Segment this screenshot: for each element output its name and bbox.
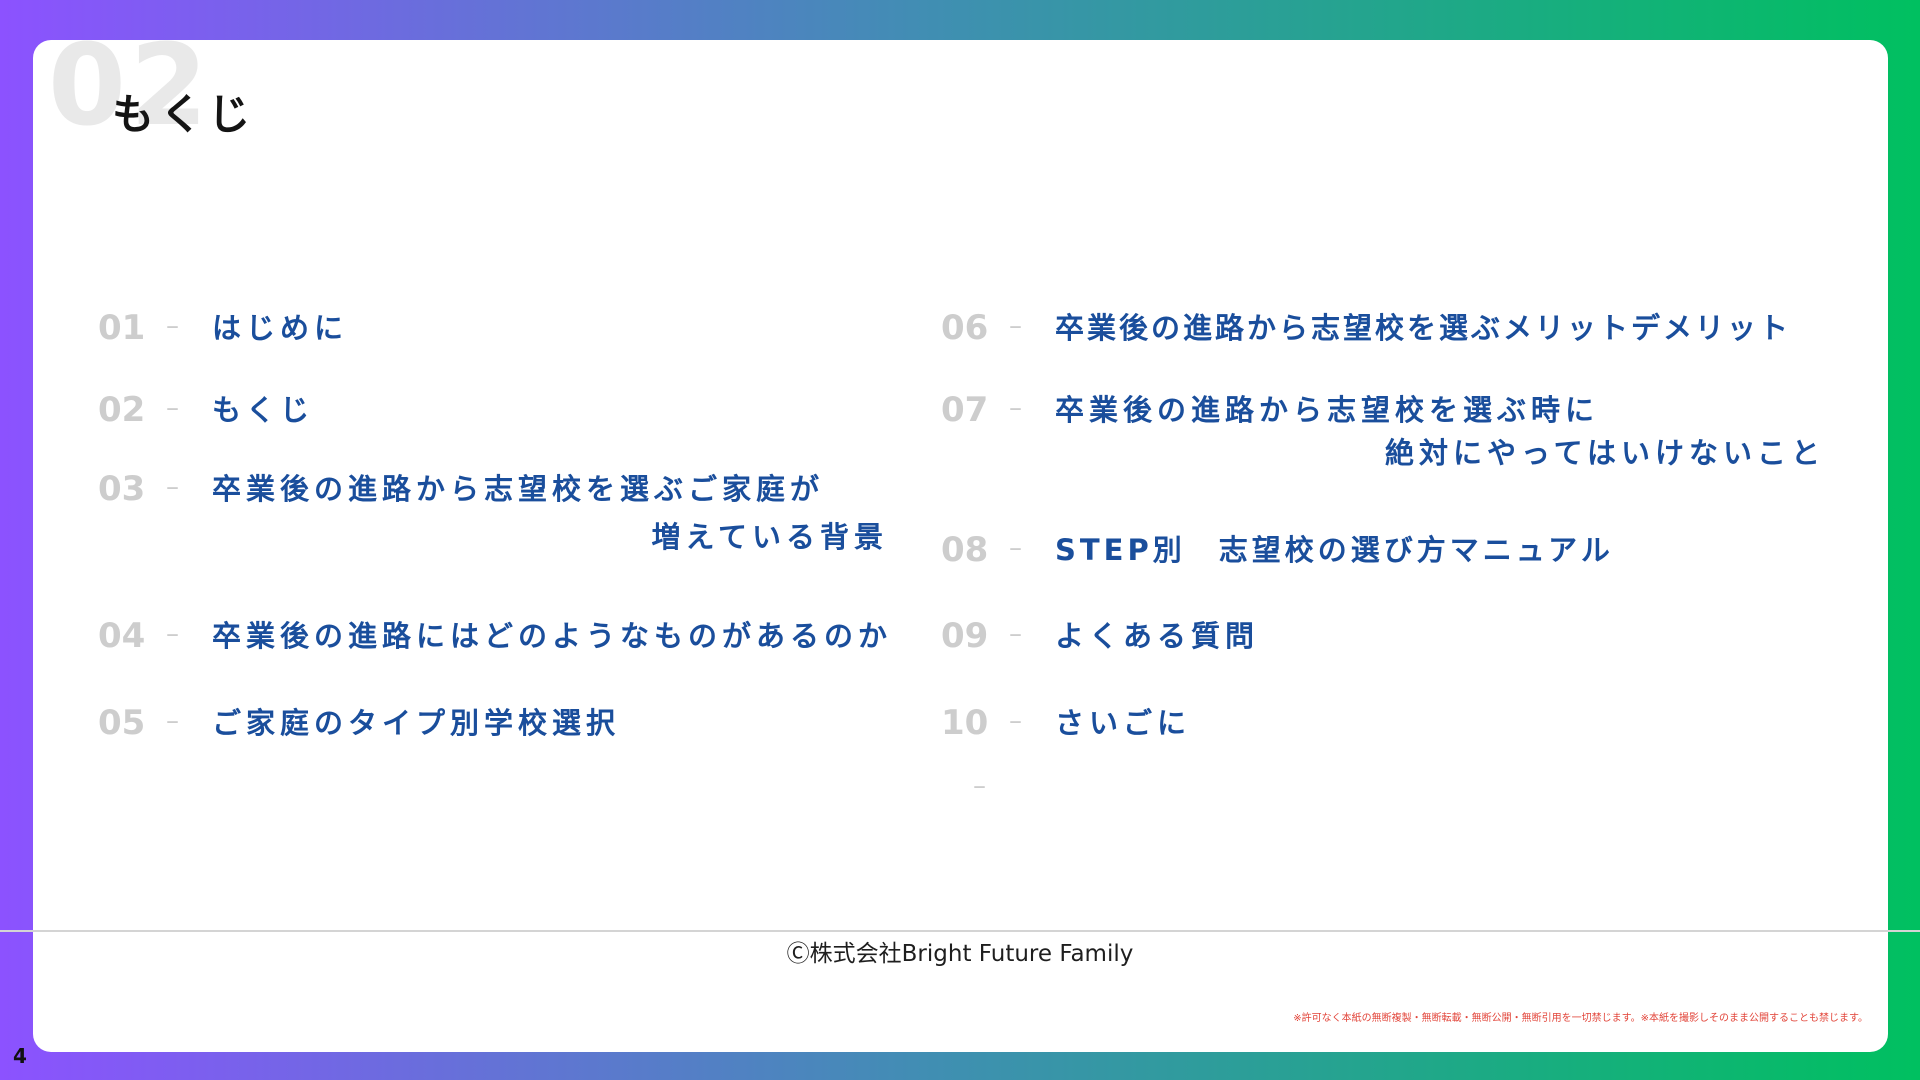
toc-number: 02 bbox=[98, 390, 146, 430]
toc-item-06[interactable]: 06 – 卒業後の進路から志望校を選ぶメリットデメリット bbox=[941, 308, 1825, 350]
toc-number: 04 bbox=[98, 616, 146, 656]
copyright-text: Ⓒ株式会社Bright Future Family bbox=[786, 941, 1134, 967]
content-card bbox=[33, 40, 1888, 1052]
stray-dash: – bbox=[973, 771, 986, 801]
toc-label: もくじ bbox=[212, 393, 315, 427]
toc-item-09[interactable]: 09 – よくある質問 bbox=[941, 616, 1825, 658]
toc-number: 05 bbox=[98, 703, 146, 743]
toc-item-08[interactable]: 08 – STEP別 志望校の選び方マニュアル bbox=[941, 530, 1825, 572]
copy-prohibition-notice: ※許可なく本紙の無断複製・無断転載・無断公開・無断引用を一切禁じます。※本紙を撮… bbox=[1293, 1013, 1868, 1024]
toc-dash: – bbox=[166, 311, 179, 341]
toc-label: 卒業後の進路から志望校を選ぶご家庭が bbox=[212, 472, 825, 506]
toc-dash: – bbox=[166, 706, 179, 736]
toc-item-01[interactable]: 01 – はじめに bbox=[98, 308, 888, 350]
toc-item-07[interactable]: 07 – 卒業後の進路から志望校を選ぶ時に 絶対にやってはいけないこと bbox=[941, 390, 1825, 482]
toc-dash: – bbox=[166, 619, 179, 649]
toc-number: 01 bbox=[98, 308, 146, 348]
toc-dash: – bbox=[166, 393, 179, 423]
toc-dash: – bbox=[1009, 311, 1022, 341]
toc-label: 卒業後の進路から志望校を選ぶ時に bbox=[1055, 393, 1600, 427]
toc-dash: – bbox=[1009, 706, 1022, 736]
toc-number: 07 bbox=[941, 390, 989, 430]
toc-label-line2: 増えている背景 bbox=[651, 520, 888, 554]
toc-item-10[interactable]: 10 – さいごに bbox=[941, 703, 1825, 745]
toc-item-04[interactable]: 04 – 卒業後の進路にはどのようなものがあるのか bbox=[98, 616, 888, 658]
toc-number: 09 bbox=[941, 616, 989, 656]
toc-label: 卒業後の進路にはどのようなものがあるのか bbox=[212, 619, 893, 653]
toc-number: 08 bbox=[941, 530, 989, 570]
toc-number: 06 bbox=[941, 308, 989, 348]
toc-label: よくある質問 bbox=[1055, 619, 1260, 653]
toc-label: はじめに bbox=[212, 311, 349, 345]
toc-label: ご家庭のタイプ別学校選択 bbox=[212, 706, 621, 740]
toc-number: 10 bbox=[941, 703, 989, 743]
toc-item-03[interactable]: 03 – 卒業後の進路から志望校を選ぶご家庭が 増えている背景 bbox=[98, 469, 888, 561]
toc-label: 卒業後の進路から志望校を選ぶメリットデメリット bbox=[1055, 311, 1792, 345]
toc-label: STEP別 志望校の選び方マニュアル bbox=[1055, 533, 1614, 567]
toc-label: さいごに bbox=[1055, 706, 1192, 740]
footer-divider bbox=[0, 930, 1920, 932]
toc-item-05[interactable]: 05 – ご家庭のタイプ別学校選択 bbox=[98, 703, 888, 745]
toc-item-02[interactable]: 02 – もくじ bbox=[98, 390, 888, 432]
toc-dash: – bbox=[1009, 393, 1022, 423]
toc-dash: – bbox=[1009, 533, 1022, 563]
toc-dash: – bbox=[1009, 619, 1022, 649]
section-number-watermark: 02 bbox=[48, 21, 212, 151]
toc-label-line2: 絶対にやってはいけないこと bbox=[1385, 436, 1825, 470]
toc-dash: – bbox=[166, 472, 179, 502]
toc-number: 03 bbox=[98, 469, 146, 509]
page-title: もくじ bbox=[112, 90, 257, 139]
page-number: 4 bbox=[13, 1044, 27, 1068]
